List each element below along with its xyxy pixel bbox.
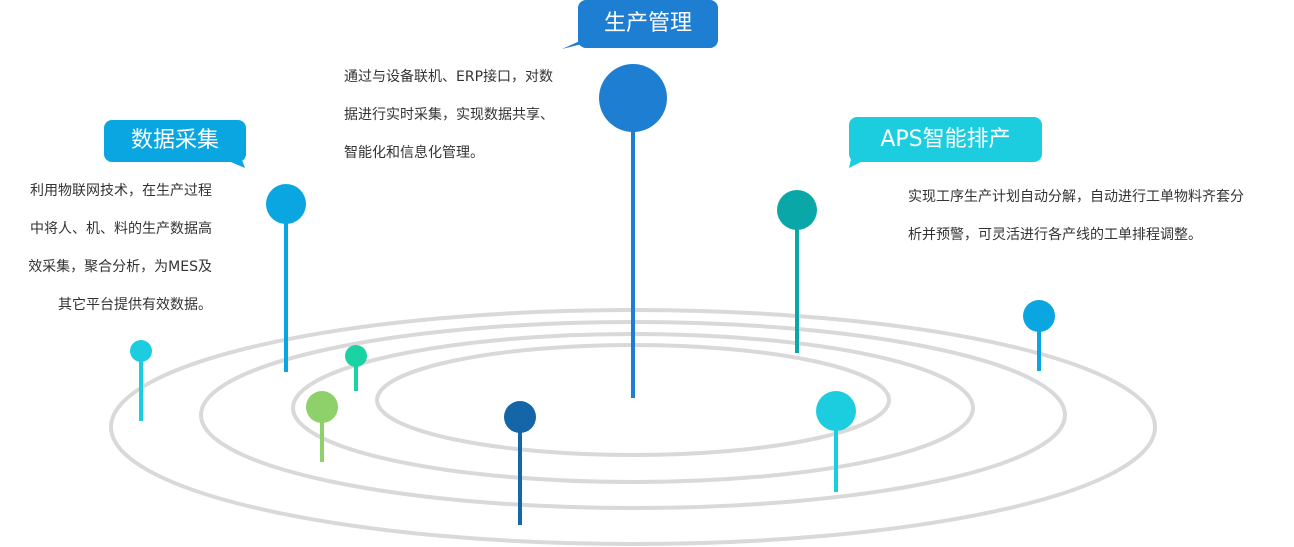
desc-line: 其它平台提供有效数据。 (58, 297, 212, 313)
desc-production: 通过与设备联机、ERP接口，对数 据进行实时采集，实现数据共享、 智能化和信息化… (344, 58, 554, 172)
tag-collection: 数据采集 (104, 120, 246, 162)
desc-line: 析并预警，可灵活进行各产线的工单排程调整。 (908, 227, 1202, 243)
pin-collection (266, 184, 306, 372)
pin-production (599, 64, 667, 398)
pin-aps (777, 190, 817, 353)
desc-line: 实现工序生产计划自动分解，自动进行工单物料齐套分 (908, 189, 1244, 205)
desc-line: 通过与设备联机、ERP接口，对数 (344, 69, 554, 85)
pin-mint (345, 345, 367, 391)
pin-lime (306, 391, 338, 462)
desc-line: 据进行实时采集，实现数据共享、 (344, 107, 554, 123)
desc-line: 效采集，聚合分析，为MES及 (28, 259, 212, 275)
desc-collection: 利用物联网技术，在生产过程 中将人、机、料的生产数据高 效采集，聚合分析，为ME… (0, 172, 212, 324)
pin-navy (504, 401, 536, 525)
tag-aps: APS智能排产 (849, 117, 1042, 162)
pin-small-left (130, 340, 152, 421)
tag-tail-collection (226, 160, 245, 168)
pin-sky-right (1023, 300, 1055, 371)
desc-line: 利用物联网技术，在生产过程 (30, 183, 212, 199)
pin-cyan (816, 391, 856, 492)
desc-line: 智能化和信息化管理。 (344, 145, 484, 161)
desc-line: 中将人、机、料的生产数据高 (30, 221, 212, 237)
desc-aps: 实现工序生产计划自动分解，自动进行工单物料齐套分 析并预警，可灵活进行各产线的工… (908, 178, 1244, 254)
tag-production: 生产管理 (578, 0, 718, 48)
